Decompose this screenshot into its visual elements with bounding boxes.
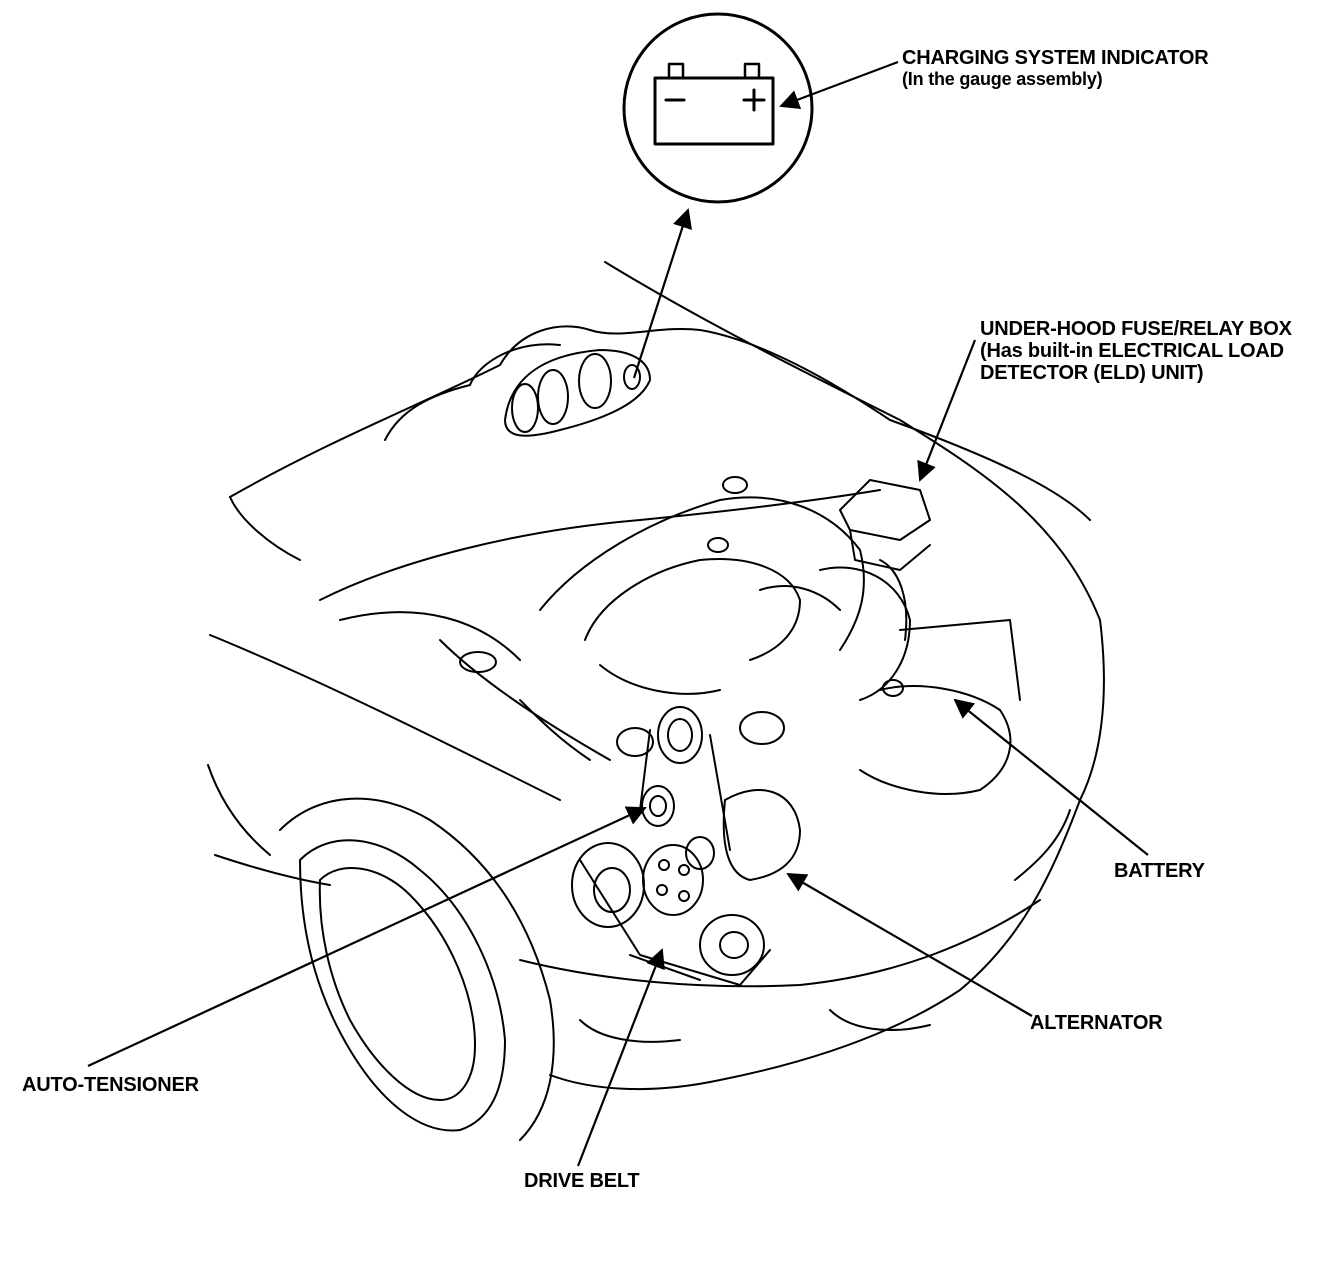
battery-area [859, 619, 1021, 795]
label-fuse-box-line2: (Has built-in ELECTRICAL LOAD [980, 340, 1284, 362]
charging-indicator-callout [622, 12, 814, 204]
belt-drive [571, 706, 801, 986]
label-charging-indicator-line1: CHARGING SYSTEM INDICATOR [902, 47, 1209, 69]
open-hood [229, 325, 1091, 561]
front-wheel [279, 797, 555, 1141]
label-fuse-box-line3: DETECTOR (ELD) UNIT) [980, 362, 1204, 384]
label-charging-indicator-line2: (In the gauge assembly) [902, 69, 1103, 89]
battery-icon [653, 62, 775, 146]
leader-auto-tensioner [87, 806, 647, 1067]
leader-gauge-to-indicator [632, 208, 692, 379]
leader-charging-indicator [779, 60, 899, 109]
label-auto-tensioner: AUTO-TENSIONER [22, 1074, 199, 1096]
leader-fuse-box [917, 339, 977, 482]
label-charging-indicator: CHARGING SYSTEM INDICATOR (In the gauge … [902, 47, 1209, 90]
leader-battery [953, 698, 1149, 856]
label-alternator: ALTERNATOR [1030, 1012, 1163, 1034]
label-battery: BATTERY [1114, 860, 1205, 882]
gauge-cluster [504, 349, 651, 437]
fuse-relay-box [839, 479, 931, 571]
label-fuse-box-line1: UNDER-HOOD FUSE/RELAY BOX [980, 318, 1292, 340]
leader-alternator [786, 873, 1033, 1017]
leader-drive-belt [576, 948, 665, 1167]
car-body [207, 261, 1105, 1091]
label-fuse-box: UNDER-HOOD FUSE/RELAY BOX (Has built-in … [980, 318, 1292, 384]
engine [319, 476, 911, 761]
label-drive-belt: DRIVE BELT [524, 1170, 640, 1192]
